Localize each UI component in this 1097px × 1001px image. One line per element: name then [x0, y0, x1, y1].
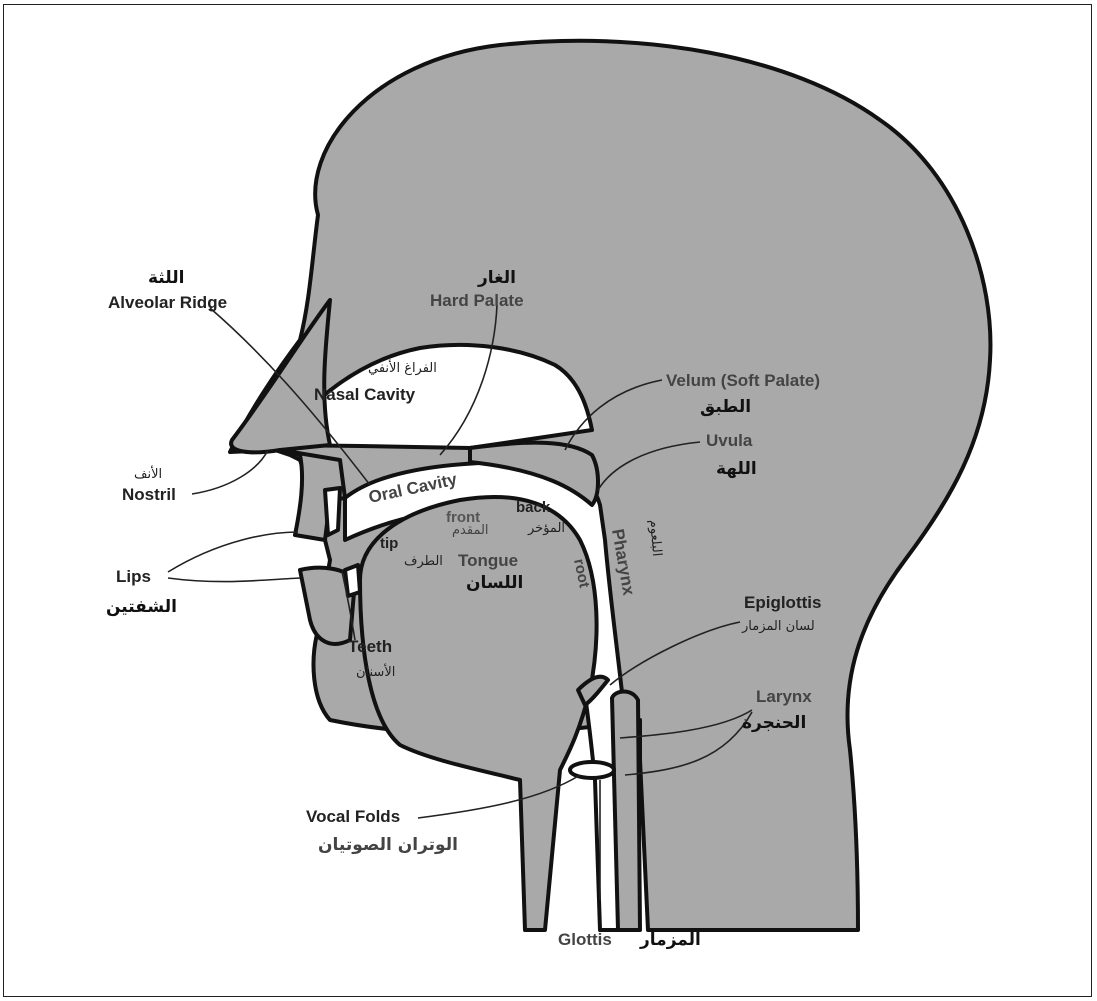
label-tip-en: tip: [380, 535, 398, 552]
label-uvula-ar: اللهة: [716, 459, 757, 479]
label-glottis-en: Glottis: [558, 930, 612, 949]
vocal-folds: [570, 762, 614, 778]
label-nostril-ar: الأنف: [134, 465, 162, 482]
larynx: [612, 692, 640, 931]
arrow-lips-lower: [168, 578, 300, 582]
arrow-nostril: [192, 450, 268, 494]
label-back-en: back: [516, 499, 551, 516]
label-larynx-en: Larynx: [756, 687, 812, 706]
label-nostril-en: Nostril: [122, 485, 176, 504]
label-velum-ar: الطبق: [700, 397, 751, 417]
label-tongue-en: Tongue: [458, 551, 518, 570]
label-larynx-ar: الحنجرة: [742, 713, 806, 733]
arrow-lips-upper: [168, 532, 298, 572]
label-hard-palate-en: Hard Palate: [430, 291, 524, 310]
label-teeth-ar: الأسنان: [356, 663, 395, 680]
label-tongue-ar: اللسان: [466, 573, 523, 593]
label-epiglottis-en: Epiglottis: [744, 593, 821, 612]
label-back-ar: المؤخر: [527, 521, 565, 536]
label-velum-en: Velum (Soft Palate): [666, 371, 820, 390]
label-alveolar-ridge-en: Alveolar Ridge: [108, 293, 227, 312]
upper-teeth: [325, 488, 340, 535]
label-pharynx-ar: البلعوم: [646, 519, 664, 557]
label-teeth-en: Teeth: [348, 637, 392, 656]
label-tip-ar: الطرف: [404, 554, 443, 569]
label-alveolar-ridge-ar: اللثة: [148, 268, 184, 288]
label-vocal-folds-en: Vocal Folds: [306, 807, 400, 826]
label-vocal-folds-ar: الوتران الصوتيان: [318, 835, 458, 855]
label-lips-en: Lips: [116, 567, 151, 586]
label-lips-ar: الشفتين: [106, 597, 177, 617]
label-epiglottis-ar: لسان المزمار: [741, 619, 815, 634]
lower-teeth: [345, 565, 360, 596]
label-hard-palate-ar: الغار: [477, 268, 516, 288]
label-glottis-ar: المزمار: [639, 930, 701, 950]
label-front-ar: المقدم: [452, 523, 489, 538]
label-nasal-cavity-ar: الفراغ الأنفي: [368, 359, 437, 376]
label-uvula-en: Uvula: [706, 431, 753, 450]
label-nasal-cavity-en: Nasal Cavity: [314, 385, 416, 404]
